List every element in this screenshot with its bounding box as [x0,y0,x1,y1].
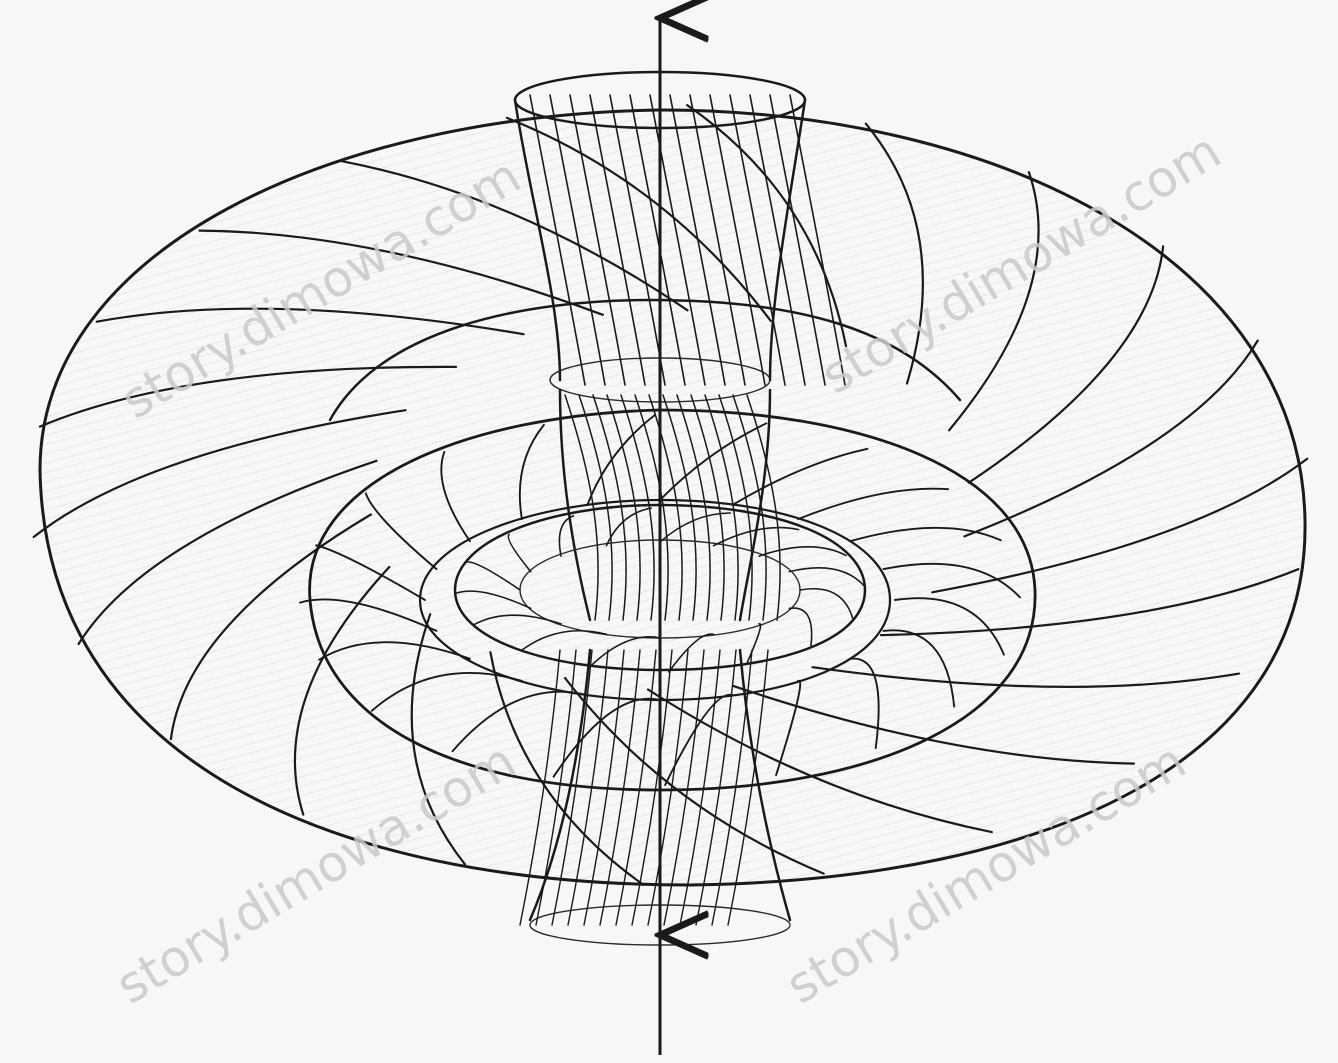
diagram-canvas: story.dimowa.com story.dimowa.com story.… [0,0,1338,1063]
nested-torus-field-drawing: story.dimowa.com story.dimowa.com story.… [0,0,1338,1063]
